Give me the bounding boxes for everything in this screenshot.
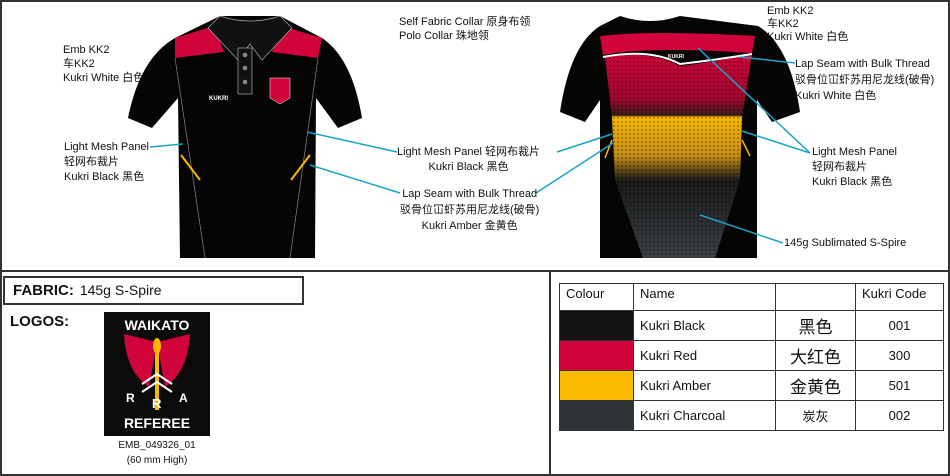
front-center-mesh-note: Light Mesh Panel 轻网布裁片 Kukri Black 黑色	[397, 145, 540, 175]
fabric-box: FABRIC: 145g S-Spire	[3, 276, 304, 305]
colour-name: Kukri Amber	[633, 370, 776, 401]
back-emb-note: Emb KK2 车KK2 Kukri White 白色	[767, 5, 848, 44]
note-line: Lap Seam with Bulk Thread	[402, 188, 538, 200]
colour-swatch	[559, 370, 634, 401]
table-header-row: Colour Name Kukri Code	[559, 283, 944, 311]
note-line: Lap Seam with Bulk Thread	[795, 58, 930, 70]
note-line: 车KK2	[767, 18, 799, 30]
colour-code: 300	[855, 340, 944, 371]
colour-swatch	[559, 400, 634, 431]
front-left-mesh-note: Light Mesh Panel 轻网布裁片 Kukri Black 黑色	[64, 140, 149, 185]
sublimated-note: 145g Sublimated S-Spire	[784, 237, 907, 249]
table-row: Kukri Charcoal 炭灰 002	[559, 400, 944, 431]
kukri-chest-logo: KUKRI	[209, 96, 228, 102]
logos-label: LOGOS:	[10, 313, 70, 330]
colour-swatch	[559, 340, 634, 371]
note-line: Light Mesh Panel	[812, 146, 897, 158]
note-line: Self Fabric Collar 原身布领	[399, 16, 531, 28]
collar-note: Self Fabric Collar 原身布领 Polo Collar 珠地领	[399, 15, 530, 43]
divider	[0, 270, 950, 272]
colour-code: 001	[855, 310, 944, 341]
logo-bottom-text: REFEREE	[123, 415, 191, 431]
front-lap-seam-note: Lap Seam with Bulk Thread 驳骨位冚虾苏用尼龙线(破骨)…	[400, 186, 539, 234]
button	[242, 65, 248, 71]
fabric-value: 145g S-Spire	[79, 282, 162, 298]
back-mesh-note: Light Mesh Panel 轻网布裁片 Kukri Black 黑色	[812, 145, 897, 190]
waikato-chest-badge	[269, 77, 291, 105]
colour-name-cn: 炭灰	[775, 400, 856, 431]
note-line: Kukri Amber 金黄色	[421, 220, 518, 232]
header-colour: Colour	[559, 283, 634, 311]
placket	[237, 47, 253, 95]
note-line: Light Mesh Panel	[64, 141, 149, 153]
logo-size: (60 mm High)	[126, 455, 188, 466]
table-row: Kukri Amber 金黄色 501	[559, 370, 944, 401]
table-row: Kukri Black 黑色 001	[559, 310, 944, 341]
header-code: Kukri Code	[855, 283, 944, 311]
amber-lap-seam	[290, 154, 311, 181]
callout-lines	[149, 47, 811, 244]
button	[242, 52, 248, 58]
colour-name-cn: 金黄色	[775, 370, 856, 401]
note-line: Kukri White 白色	[63, 72, 145, 84]
colour-swatch	[559, 310, 634, 341]
note-line: Emb KK2	[63, 44, 110, 56]
amber-lap-seam	[180, 154, 201, 181]
logo-letter: A	[179, 391, 188, 405]
colour-name-cn: 黑色	[775, 310, 856, 341]
front-polo-shirt: KUKRI	[128, 15, 362, 259]
logo-letter: R	[152, 396, 162, 411]
colour-name-cn: 大红色	[775, 340, 856, 371]
note-line: 轻网布裁片	[812, 161, 867, 173]
logo-letter: R	[126, 391, 135, 405]
note-line: Light Mesh Panel 轻网布裁片	[397, 146, 541, 158]
header-name: Name	[633, 283, 776, 311]
colour-table: Colour Name Kukri Code Kukri Black 黑色 00…	[559, 283, 944, 431]
note-line: Kukri White 白色	[795, 90, 877, 102]
table-row: Kukri Red 大红色 300	[559, 340, 944, 371]
note-line: Emb KK2	[767, 5, 814, 17]
back-shirt: KUKRI	[560, 16, 800, 258]
note-line: 驳骨位冚虾苏用尼龙线(破骨)	[795, 74, 935, 86]
garment-drawings: KUKRI KUKRI	[128, 15, 811, 259]
colour-name: Kukri Charcoal	[633, 400, 776, 431]
note-line: Kukri Black 黑色	[812, 176, 893, 188]
note-line: 轻网布裁片	[64, 156, 119, 168]
logo-code: EMB_049326_01	[118, 440, 196, 451]
back-red-yoke	[600, 33, 755, 55]
fabric-label: FABRIC:	[13, 282, 74, 299]
colour-code: 501	[855, 370, 944, 401]
colour-name: Kukri Red	[633, 340, 776, 371]
colour-name: Kukri Black	[633, 310, 776, 341]
waikato-referee-logo: R R A WAIKATO REFEREE	[104, 312, 210, 436]
button	[242, 79, 248, 85]
note-line: Kukri Black 黑色	[428, 161, 509, 173]
front-emb-note: Emb KK2 车KK2 Kukri White 白色	[63, 43, 144, 85]
kukri-back-logo: KUKRI	[668, 54, 684, 60]
colour-code: 002	[855, 400, 944, 431]
front-left-yoke	[175, 26, 224, 58]
logo-top-text: WAIKATO	[124, 317, 190, 333]
divider	[549, 270, 551, 476]
white-lap-seam	[602, 52, 753, 66]
header-chinese	[775, 283, 856, 311]
note-line: Kukri White 白色	[767, 31, 849, 43]
note-line: Kukri Black 黑色	[64, 171, 145, 183]
back-lap-seam-note: Lap Seam with Bulk Thread 驳骨位冚虾苏用尼龙线(破骨)…	[795, 56, 934, 104]
note-line: 驳骨位冚虾苏用尼龙线(破骨)	[400, 204, 540, 216]
note-line: Polo Collar 珠地领	[399, 30, 489, 42]
note-line: 车KK2	[63, 58, 95, 70]
